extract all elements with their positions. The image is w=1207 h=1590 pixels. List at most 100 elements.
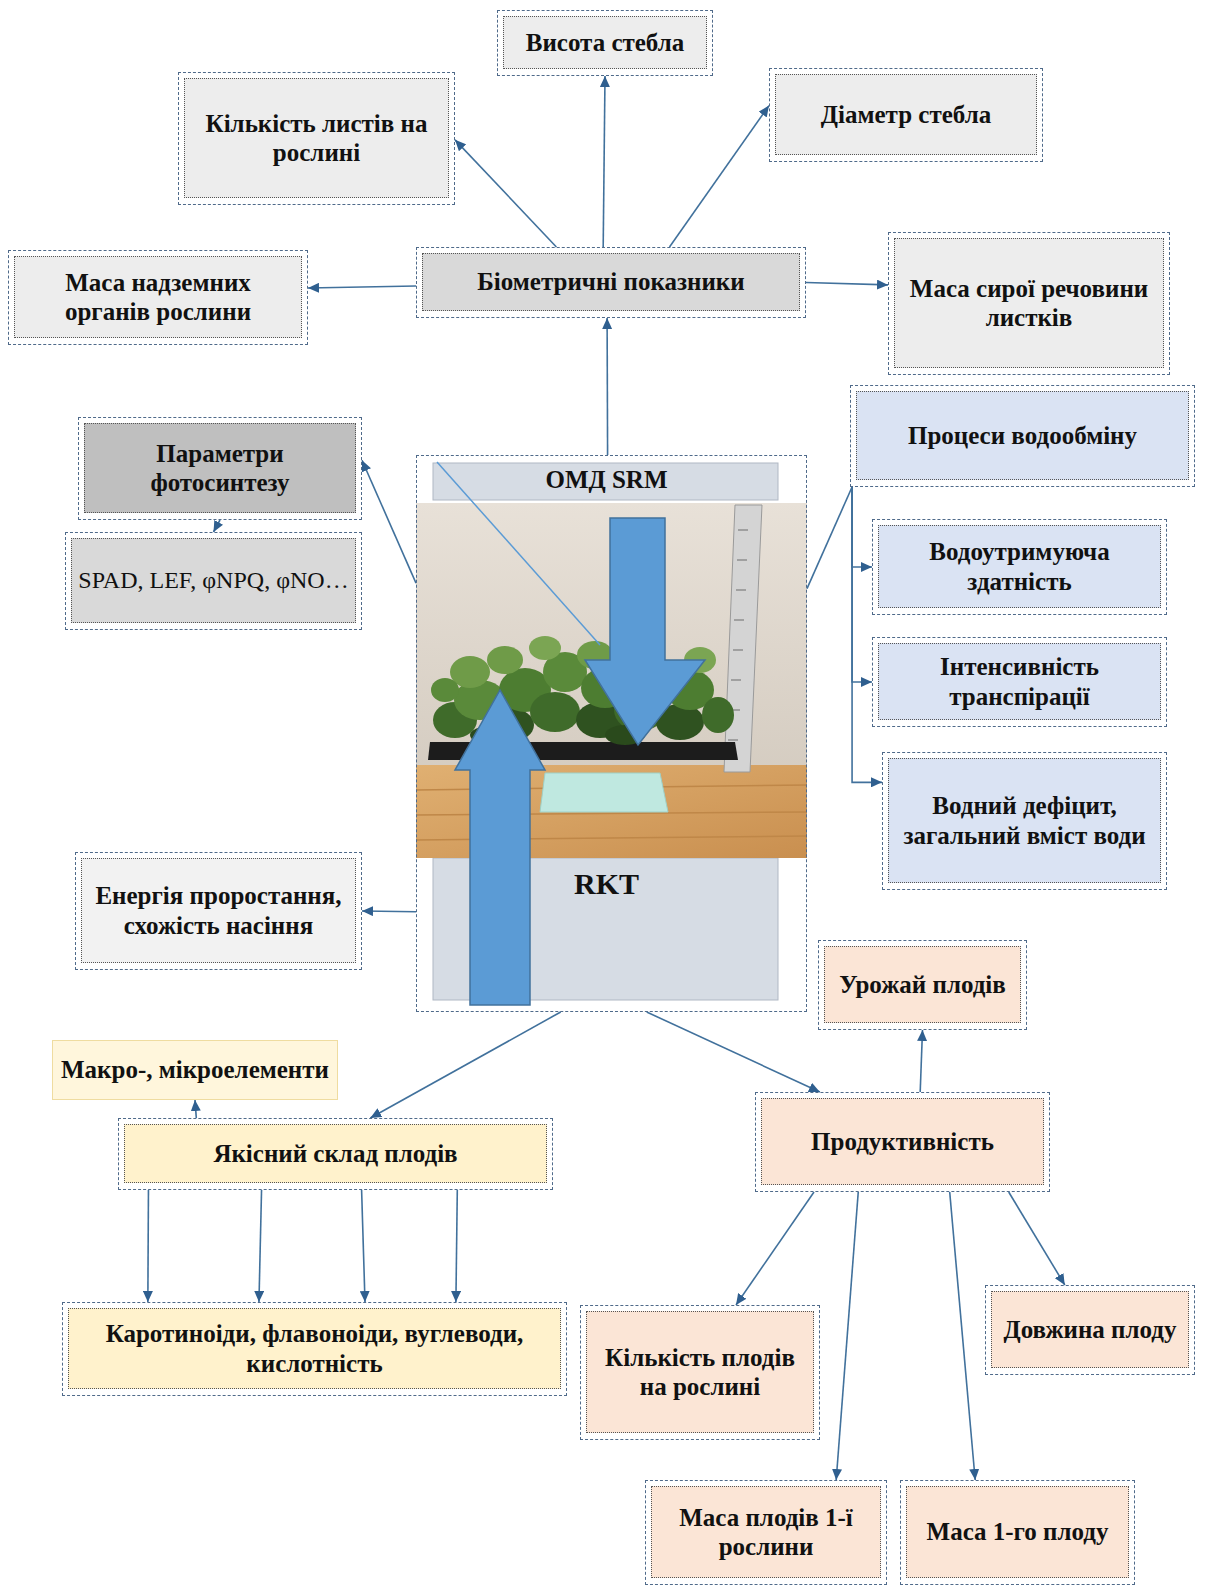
connector-arrow [195, 1100, 196, 1118]
category-box: Інтенсивність транспірації [872, 637, 1167, 727]
box-fill: Параметри фотосинтезу [84, 423, 356, 513]
box-label: Біометричні показники [477, 267, 744, 297]
box-fill: Кількість плодів на рослині [586, 1311, 814, 1433]
box-fill: Урожай плодів [824, 946, 1021, 1023]
category-box: Маса сирої речовини листків [888, 232, 1170, 375]
ruler [724, 505, 762, 772]
text-stack: Маса сирої речовини листків [900, 274, 1158, 333]
box-label: Кількість листів на рослині [190, 109, 443, 168]
connector-arrow [806, 283, 888, 285]
connector-arrow [370, 1012, 560, 1118]
up-arrow [455, 690, 545, 1005]
connector-arrow [214, 520, 221, 532]
category-box: Довжина плоду [985, 1285, 1195, 1375]
text-stack: Маса плодів 1-ї рослини [657, 1503, 875, 1562]
box-label: Якісний склад плодів [213, 1139, 457, 1169]
box-label: Каротиноіди, флавоноіди, вуглеводи, кисл… [74, 1319, 555, 1378]
connector-arrow [362, 1190, 365, 1302]
box-label: Кількість плодів на рослині [592, 1343, 808, 1402]
box-fill: Висота стебла [503, 16, 707, 69]
box-fill: Кількість листів на рослині [184, 78, 449, 198]
box-fill: SPAD, LEF, φNPQ, φNO… [71, 538, 356, 623]
connector-arrow [670, 106, 770, 247]
box-label: Продуктивність [811, 1127, 994, 1157]
connector-arrow [836, 1192, 858, 1480]
text-stack: Висота стебла [526, 28, 685, 58]
box-fill: Маса плодів 1-ї рослини [651, 1486, 881, 1578]
text-stack: Якісний склад плодів [213, 1139, 457, 1169]
text-stack: Макро-, мікроелементи [61, 1055, 329, 1085]
box-label: Маса надземних органів рослини [20, 268, 296, 327]
category-box: Водний дефіцит, загальний вміст води [882, 752, 1167, 890]
box-fill: Діаметр стебла [775, 74, 1037, 155]
text-stack: Діаметр стебла [821, 100, 991, 130]
text-stack: SPAD, LEF, φNPQ, φNO… [78, 566, 348, 594]
box-label: Енергія проростання, схожість насіння [87, 881, 350, 940]
box-fill: Інтенсивність транспірації [878, 643, 1161, 720]
connector-arrow [852, 487, 872, 682]
box-fill: Енергія проростання, схожість насіння [81, 858, 356, 963]
panel-label: RKT [434, 866, 779, 902]
text-stack: Водоутримуюча здатність [884, 537, 1155, 596]
connector-arrow [603, 76, 605, 247]
box-label: Урожай плодів [839, 970, 1006, 1000]
text-stack: Урожай плодів [839, 970, 1006, 1000]
connector-arrow [606, 318, 608, 455]
box-label: Водний дефіцит, загальний вміст води [894, 791, 1155, 850]
category-box: Каротиноіди, флавоноіди, вуглеводи, кисл… [62, 1302, 567, 1396]
text-stack: Продуктивність [811, 1127, 994, 1157]
panel-label: ОМД SRM [434, 465, 779, 495]
category-box: Кількість листів на рослині [178, 72, 455, 205]
connector-arrow [807, 487, 852, 589]
category-box: Макро-, мікроелементи [52, 1040, 338, 1100]
down-arrow [585, 518, 705, 745]
box-fill: Маса сирої речовини листків [894, 238, 1164, 368]
category-box: Урожай плодів [818, 940, 1027, 1030]
box-fill: Процеси водообміну [856, 391, 1189, 480]
category-box: Параметри фотосинтезу [78, 417, 362, 520]
connector-arrow [736, 1192, 814, 1305]
text-stack: Довжина плоду [1004, 1315, 1177, 1345]
text-stack: Біометричні показники [477, 267, 744, 297]
connector-arrow [920, 1030, 922, 1092]
category-box: Маса надземних органів рослини [8, 250, 308, 345]
box-label: Маса 1-го плоду [927, 1517, 1109, 1547]
category-box: Маса 1-го плоду [900, 1480, 1135, 1585]
connector-arrow [308, 286, 416, 288]
box-label: Процеси водообміну [908, 421, 1137, 451]
box-fill: Макро-, мікроелементи [53, 1041, 337, 1099]
box-fill: Якісний склад плодів [124, 1124, 547, 1183]
category-box: Енергія проростання, схожість насіння [75, 852, 362, 970]
box-fill: Водоутримуюча здатність [878, 525, 1161, 608]
text-stack: Каротиноіди, флавоноіди, вуглеводи, кисл… [74, 1319, 555, 1378]
paper-sheet [540, 773, 668, 812]
text-stack: Водний дефіцит, загальний вміст води [894, 791, 1155, 850]
text-stack: Маса 1-го плоду [927, 1517, 1109, 1547]
connector-arrow [455, 140, 556, 247]
text-stack: Кількість листів на рослині [190, 109, 443, 168]
central-panel: ОМД SRM RKT [416, 455, 807, 1012]
box-fill: Маса надземних органів рослини [14, 256, 302, 338]
text-stack: Енергія проростання, схожість насіння [87, 881, 350, 940]
category-box: Біометричні показники [416, 247, 806, 318]
text-stack: Маса надземних органів рослини [20, 268, 296, 327]
box-fill: Водний дефіцит, загальний вміст води [888, 758, 1161, 883]
connector-arrow [362, 460, 416, 583]
connector-arrow [852, 487, 872, 567]
box-label: Маса сирої речовини листків [900, 274, 1158, 333]
category-box: Продуктивність [755, 1092, 1050, 1192]
category-box: Якісний склад плодів [118, 1118, 553, 1190]
box-label: Діаметр стебла [821, 100, 991, 130]
box-label: Макро-, мікроелементи [61, 1055, 329, 1085]
box-label: Маса плодів 1-ї рослини [657, 1503, 875, 1562]
connector-arrow [259, 1190, 262, 1302]
category-box: Маса плодів 1-ї рослини [645, 1480, 887, 1585]
box-fill: Біометричні показники [422, 253, 800, 311]
box-label: Довжина плоду [1004, 1315, 1177, 1345]
box-fill: Маса 1-го плоду [906, 1486, 1129, 1578]
category-box: SPAD, LEF, φNPQ, φNO… [65, 532, 362, 630]
text-stack: Інтенсивність транспірації [884, 652, 1155, 711]
box-fill: Продуктивність [761, 1098, 1044, 1185]
category-box: Діаметр стебла [769, 68, 1043, 162]
box-fill: Довжина плоду [991, 1291, 1189, 1368]
